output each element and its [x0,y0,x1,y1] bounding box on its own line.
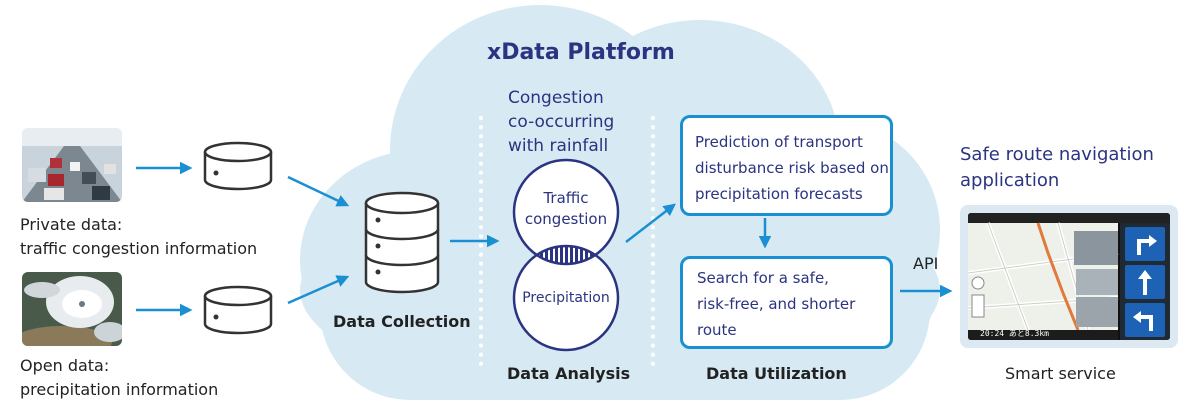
database-icon [203,141,273,191]
venn-traffic-label: Traffic congestion [524,189,608,228]
turn-right-sign [1125,227,1165,261]
connector-arrows [136,161,953,317]
venn-precipitation-label: Precipitation [522,290,610,306]
search-box: Search for a safe, risk-free, and shorte… [680,256,893,349]
api-label: API [913,254,939,273]
data-collection-label: Data Collection [333,312,471,331]
data-utilization-label: Data Utilization [706,364,847,383]
analysis-caption: Congestion co-occurring with rainfall [508,88,615,156]
nav-device: 20:24 あと8.3km [968,213,1170,340]
private-data-label: Private data: traffic congestion informa… [20,215,258,258]
straight-sign [1125,265,1165,299]
venn-diagram [512,158,620,352]
navigation-app-screen: 20:24 あと8.3km [960,205,1178,348]
arrow-icon [287,275,350,305]
service-title: Safe route navigation application [960,144,1154,191]
direction-panel [1120,223,1170,340]
arrow-icon [287,175,350,207]
turn-right-arrow-icon [1137,235,1157,255]
traffic-photo [22,128,122,202]
open-data-label: Open data: precipitation information [20,356,219,399]
database-icon [203,285,273,335]
platform-title: xData Platform [487,40,675,65]
database-stack-icon [364,191,440,294]
nav-time-text: 20:24 あと8.3km [980,329,1049,338]
smart-service-label: Smart service [1005,364,1116,383]
data-analysis-label: Data Analysis [507,364,631,383]
turn-left-arrow-icon [1133,311,1153,331]
prediction-box: Prediction of transport disturbance risk… [680,115,893,216]
straight-arrow-icon [1138,270,1152,295]
arrow-icon [625,203,676,243]
turn-left-sign [1125,303,1165,337]
satellite-photo [22,272,122,346]
